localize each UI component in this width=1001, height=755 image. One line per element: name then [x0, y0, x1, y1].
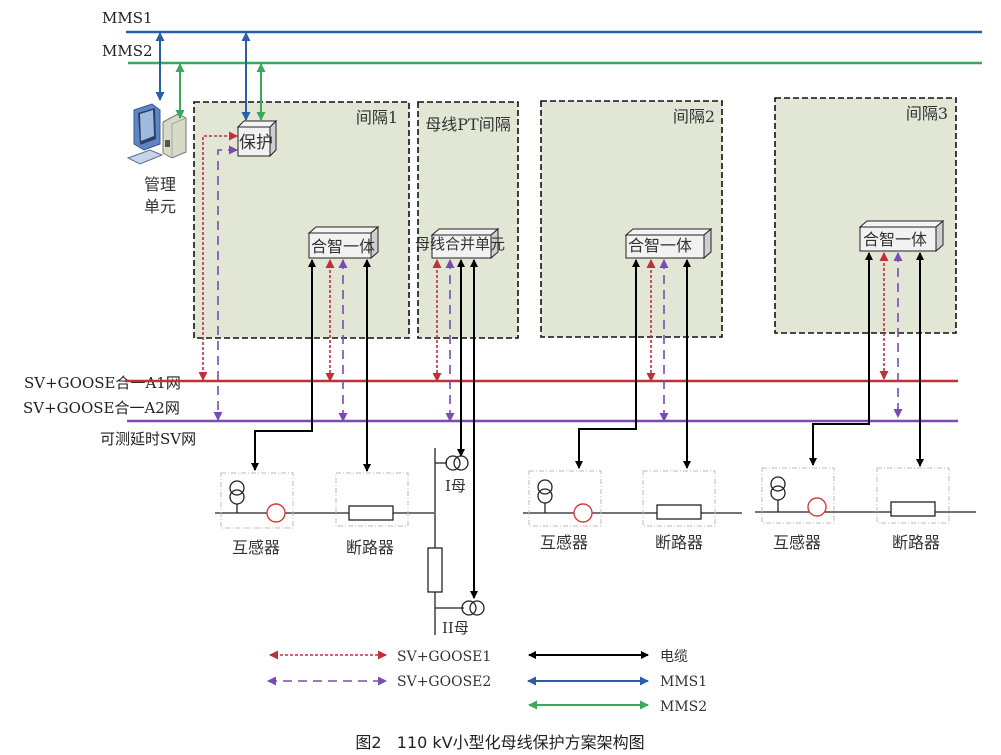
bay1-vt-icon	[229, 480, 245, 513]
management-unit-label-line2: 单元	[144, 197, 176, 216]
bay-1: 间隔1	[193, 101, 410, 339]
bay1-primary: 互感器 断路器	[215, 472, 434, 557]
bay-3: 间隔3	[774, 97, 957, 334]
bay2-ct-box	[528, 470, 602, 527]
busbar-merging-unit-label: 母线合并单元	[415, 235, 505, 253]
bay-busbar-pt-box	[417, 101, 519, 339]
bay-2-title: 间隔2	[673, 107, 715, 126]
bay-busbar-pt-title: 母线PT间隔	[425, 115, 510, 134]
legend-mms2-label: MMS2	[660, 699, 707, 715]
bus-coupler-breaker-icon	[427, 547, 443, 593]
computer-icon	[126, 103, 187, 165]
bay1-breaker-box	[335, 472, 409, 527]
bay2-primary: 互感器 断路器	[523, 470, 742, 552]
protection-device-label: 保护	[239, 133, 273, 153]
bay-busbar-pt: 母线PT间隔	[417, 101, 519, 339]
bay1-ct-box	[220, 472, 294, 529]
bay3-breaker-icon	[890, 501, 936, 517]
busbar-primary: I母 II母	[427, 448, 485, 637]
bay3-ct-label: 互感器	[773, 533, 821, 552]
bay-3-merging-unit[interactable]: 合智一体	[858, 219, 945, 253]
bay-2-device-label: 合智一体	[628, 236, 692, 255]
bay-3-box	[774, 97, 957, 334]
bay3-ct-cable	[809, 252, 873, 466]
bay3-ct-icon	[807, 497, 827, 517]
bay2-vt-icon	[537, 479, 553, 513]
protection-a2-link	[213, 145, 238, 421]
a2-network-label: SV+GOOSE合一A2网	[23, 399, 180, 417]
bay-2: 间隔2	[540, 100, 723, 338]
bay-2-merging-unit[interactable]: 合智一体	[624, 227, 713, 260]
bay-3-title: 间隔3	[906, 104, 948, 123]
protection-a1-link	[198, 131, 238, 381]
bay1-breaker-icon	[348, 505, 394, 521]
busbar-merging-unit[interactable]: 母线合并单元	[415, 227, 505, 260]
bay1-ct-icon	[266, 503, 286, 523]
bay2-ct-icon	[573, 503, 593, 523]
a1-network-label: SV+GOOSE合一A1网	[24, 374, 181, 392]
management-unit-label-line1: 管理	[144, 175, 176, 194]
bay3-ct-box	[761, 467, 835, 524]
bay1-breaker-label: 断路器	[346, 538, 394, 557]
bus1-pt-icon	[445, 455, 469, 471]
legend: SV+GOOSE1 SV+GOOSE2 电缆 MMS1 MMS2	[267, 649, 707, 715]
legend-sv-goose1-label: SV+GOOSE1	[397, 649, 491, 665]
bay3-primary: 互感器 断路器	[755, 467, 976, 552]
sv-network-label: 可测延时SV网	[100, 430, 196, 448]
bay1-ct-label: 互感器	[232, 538, 280, 557]
legend-mms1-label: MMS1	[660, 674, 707, 690]
legend-sv-goose2-label: SV+GOOSE2	[397, 674, 491, 690]
bay2-breaker-icon	[656, 504, 702, 520]
figure-caption: 图2 110 kV小型化母线保护方案架构图	[355, 733, 644, 752]
bay3-breaker-box	[876, 467, 950, 524]
protection-device[interactable]: 保护	[236, 119, 278, 158]
bay-2-box	[540, 100, 723, 338]
bay2-ct-label: 互感器	[540, 533, 588, 552]
management-unit[interactable]: 管理 单元	[126, 103, 187, 216]
bay2-ct-cable	[575, 259, 640, 469]
bay-1-box	[193, 101, 410, 339]
bay-1-device-label: 合智一体	[311, 237, 375, 256]
bay-3-device-label: 合智一体	[863, 230, 927, 249]
bay2-breaker-box	[642, 470, 716, 527]
bay3-vt-icon	[770, 476, 786, 512]
mms1-network-label: MMS1	[102, 9, 153, 27]
bus2-label: II母	[442, 619, 469, 637]
bus1-label: I母	[445, 477, 466, 495]
legend-cable-label: 电缆	[660, 649, 688, 665]
bay2-breaker-label: 断路器	[655, 533, 703, 552]
mms2-network-label: MMS2	[102, 42, 153, 60]
protection-device-box	[237, 126, 271, 157]
bay3-breaker-label: 断路器	[892, 533, 940, 552]
bay-1-title: 间隔1	[356, 108, 398, 127]
bay1-ct-cable	[251, 259, 316, 471]
bay-1-merging-unit[interactable]: 合智一体	[307, 225, 380, 260]
bus2-pt-icon	[461, 600, 485, 616]
